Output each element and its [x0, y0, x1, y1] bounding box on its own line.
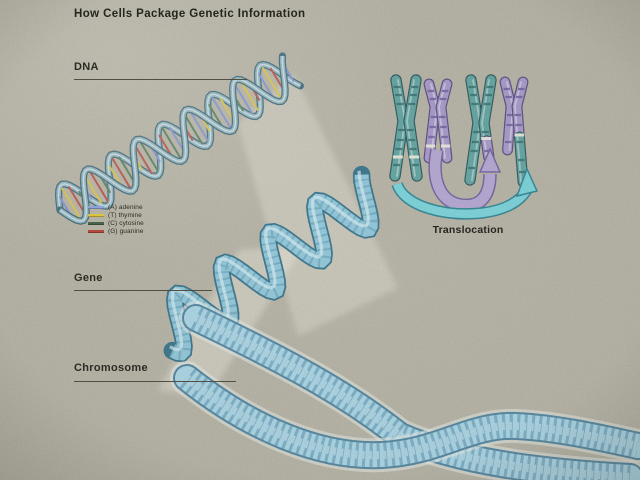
legend-item-thymine: (T) thymine [88, 211, 144, 219]
guanine-color-swatch [88, 229, 104, 233]
legend-name: cytosine [119, 219, 144, 227]
legend-name: adenine [118, 203, 143, 211]
legend-code: (C) [108, 219, 118, 227]
dna-underline [74, 79, 247, 80]
gene-underline [74, 290, 212, 291]
legend-code: (G) [108, 227, 118, 235]
translocation-label: Translocation [432, 224, 504, 236]
adenine-color-swatch [88, 205, 104, 209]
legend-item-cytosine: (C) cytosine [88, 219, 144, 227]
page-title: How Cells Package Genetic Information [74, 8, 306, 20]
legend-name: guanine [119, 227, 144, 235]
legend-code: (A) [108, 203, 117, 211]
legend-name: thymine [118, 211, 142, 219]
thymine-color-swatch [88, 213, 104, 217]
base-pair-legend: (A) adenine (T) thymine (C) cytosine (G)… [88, 203, 144, 235]
legend-item-adenine: (A) adenine [88, 203, 144, 211]
cytosine-color-swatch [88, 221, 104, 225]
legend-code: (T) [108, 211, 117, 219]
chromosome-underline [74, 381, 236, 382]
legend-item-guanine: (G) guanine [88, 227, 144, 235]
chromosome-label: Chromosome [74, 362, 148, 374]
dna-label: DNA [74, 61, 99, 73]
gene-label: Gene [74, 272, 103, 284]
